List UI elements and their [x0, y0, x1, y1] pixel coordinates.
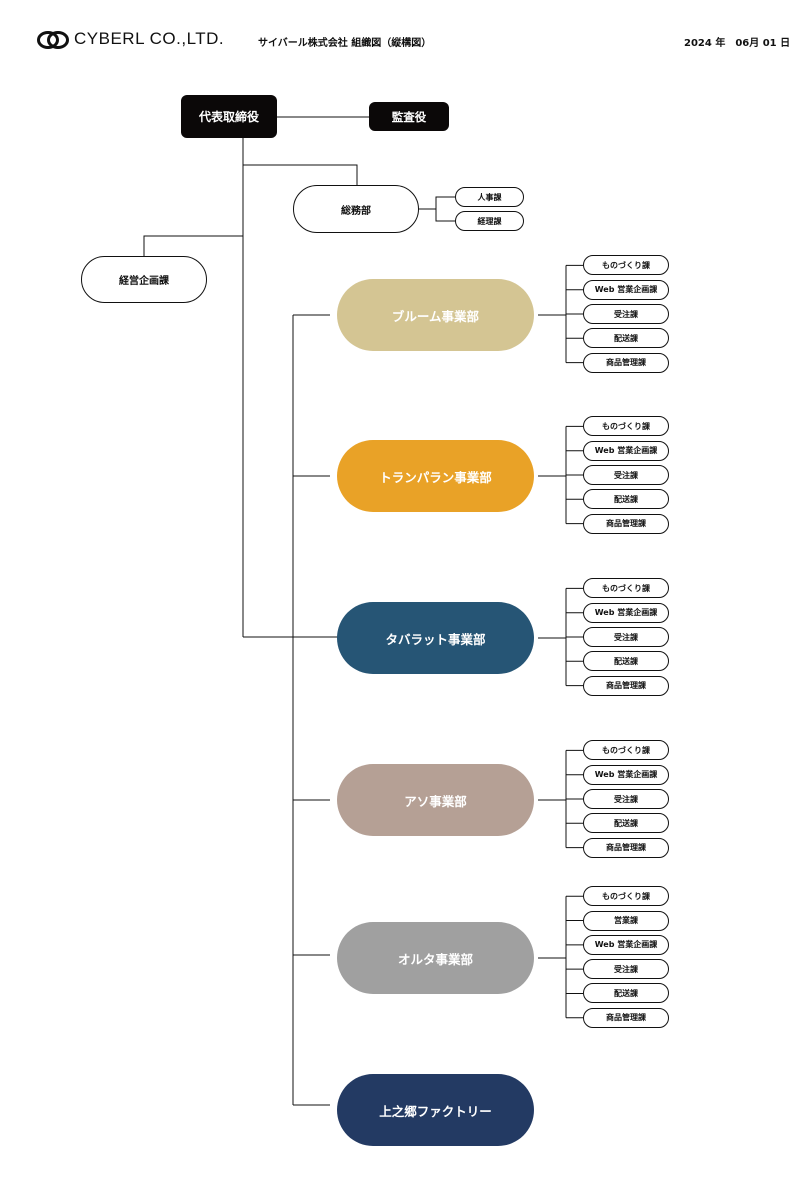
section-box: 受注課 — [583, 304, 669, 324]
section-box: Web 営業企画課 — [583, 764, 669, 785]
section-box: ものづくり課 — [583, 578, 669, 599]
section-box: 受注課 — [583, 627, 669, 647]
general-affairs-box: 総務部 — [293, 185, 419, 233]
section-box: 商品管理課 — [583, 837, 669, 858]
ga-section-personnel: 人事課 — [455, 187, 524, 207]
section-box: 商品管理課 — [583, 675, 669, 696]
section-box: 配送課 — [583, 328, 669, 349]
document-title: サイバール株式会社 組織図（縦構図） — [258, 38, 432, 49]
section-box: 商品管理課 — [583, 352, 669, 373]
department-box: アソ事業部 — [337, 764, 534, 836]
department-box: 上之郷ファクトリー — [337, 1074, 534, 1146]
section-box: Web 営業企画課 — [583, 440, 669, 461]
department-box: タバラット事業部 — [337, 602, 534, 674]
department-box: オルタ事業部 — [337, 922, 534, 994]
section-box: 配送課 — [583, 651, 669, 672]
ga-section-accounting: 経理課 — [455, 211, 524, 231]
department-box: ブルーム事業部 — [337, 279, 534, 351]
section-box: 受注課 — [583, 789, 669, 809]
company-brand: CYBERL CO.,LTD. — [74, 29, 225, 48]
section-box: Web 営業企画課 — [583, 602, 669, 623]
department-box: トランパラン事業部 — [337, 440, 534, 512]
section-box: 受注課 — [583, 465, 669, 485]
section-box: 配送課 — [583, 813, 669, 834]
section-box: 配送課 — [583, 983, 669, 1004]
section-box: Web 営業企画課 — [583, 934, 669, 955]
section-box: Web 営業企画課 — [583, 279, 669, 300]
section-box: 商品管理課 — [583, 513, 669, 534]
auditor-box: 監査役 — [369, 102, 449, 131]
ceo-box: 代表取締役 — [181, 95, 277, 138]
section-box: 営業課 — [583, 910, 669, 931]
section-box: 商品管理課 — [583, 1007, 669, 1028]
section-box: 受注課 — [583, 959, 669, 980]
planning-box: 経営企画課 — [81, 256, 207, 303]
section-box: ものづくり課 — [583, 740, 669, 761]
section-box: ものづくり課 — [583, 255, 669, 276]
section-box: 配送課 — [583, 489, 669, 510]
section-box: ものづくり課 — [583, 886, 669, 907]
double-c-logo-icon — [37, 31, 69, 49]
document-date: 2024 年 06月 01 日 — [684, 38, 791, 49]
section-box: ものづくり課 — [583, 416, 669, 437]
